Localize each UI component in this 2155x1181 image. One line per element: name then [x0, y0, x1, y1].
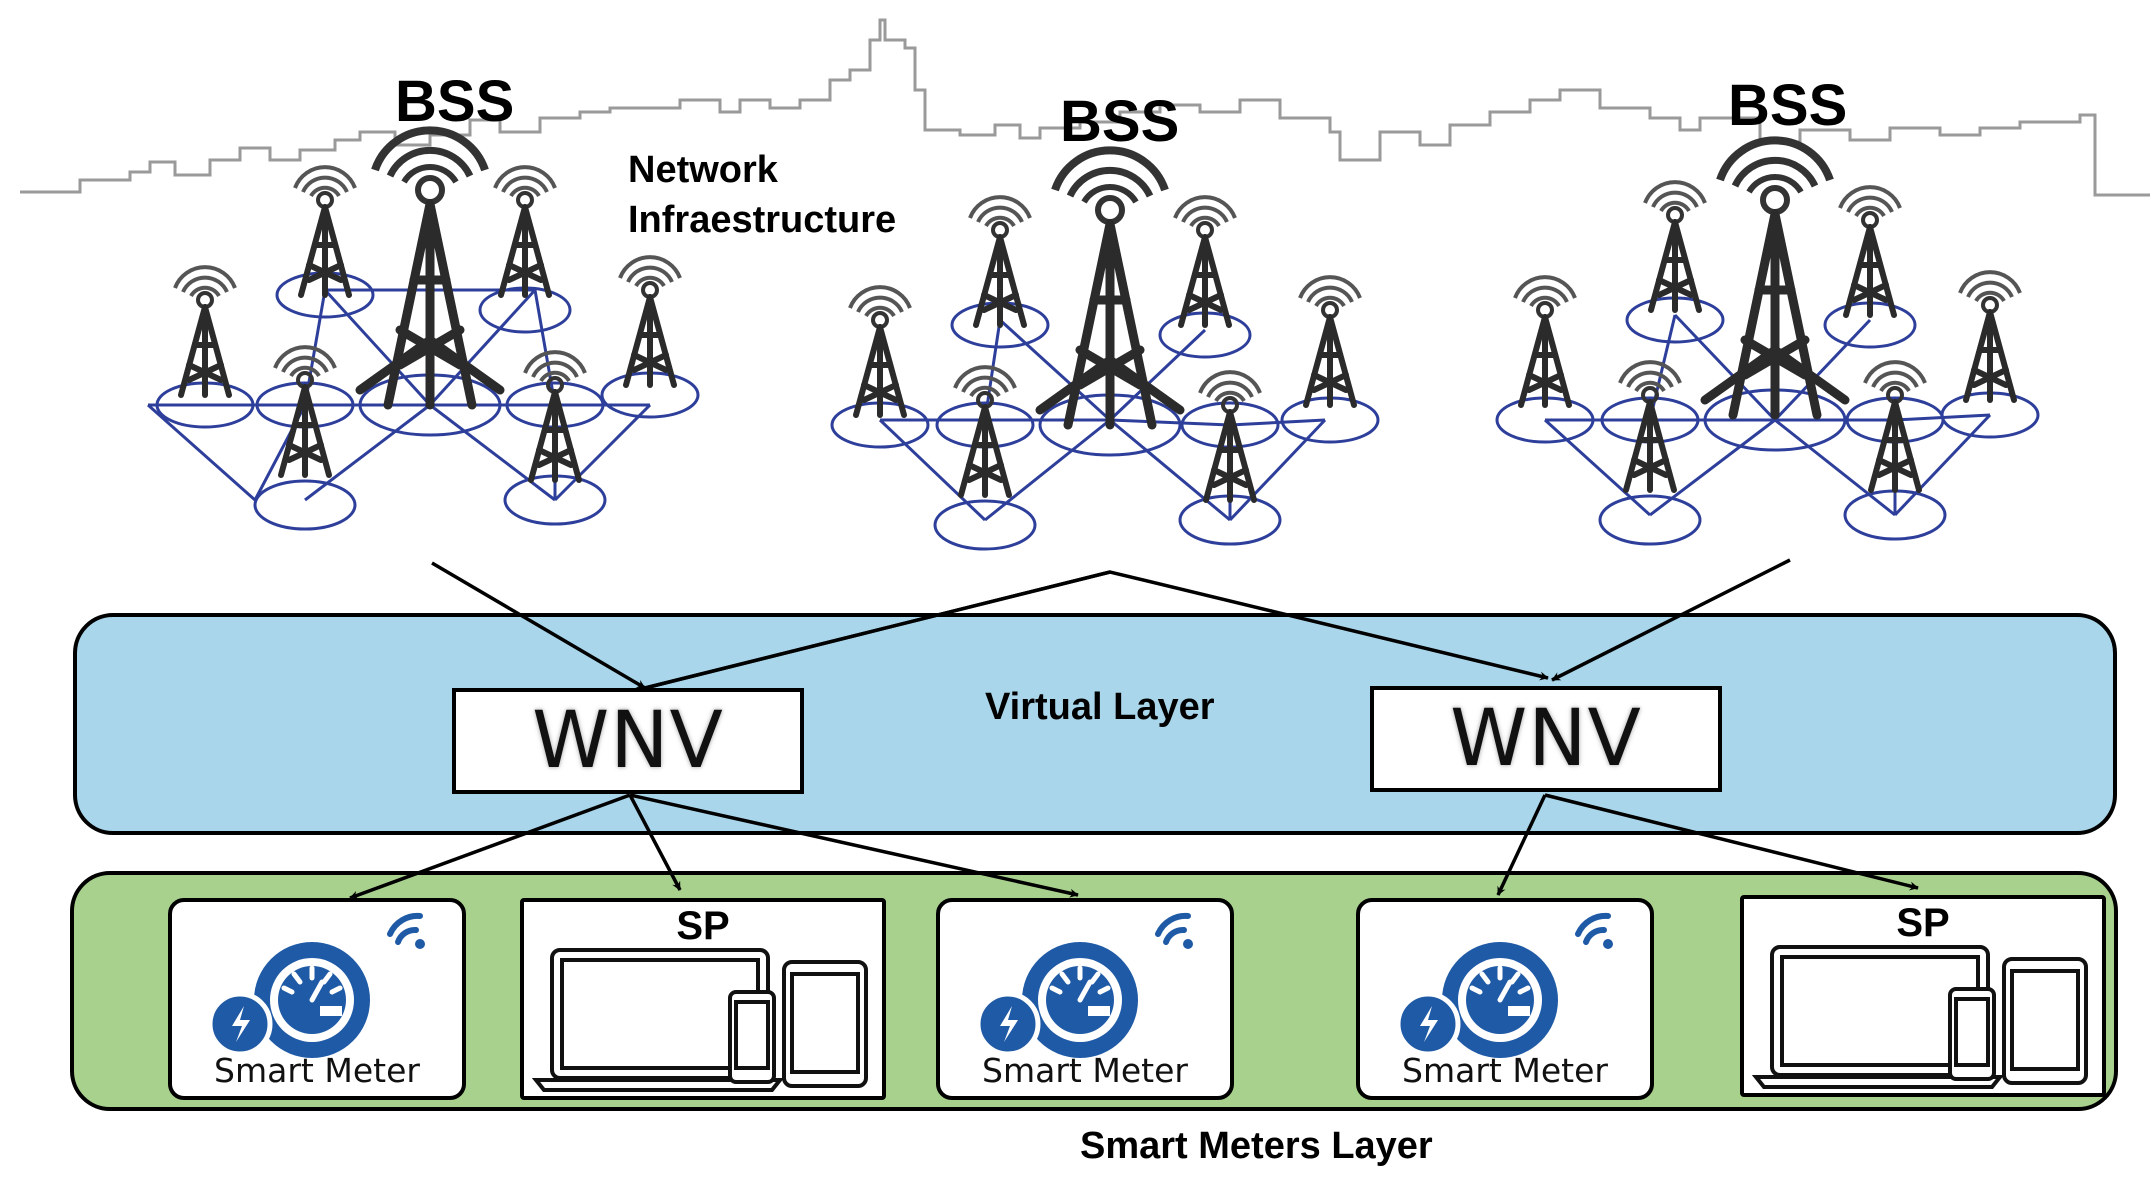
sp-label: SP	[1896, 901, 1950, 945]
main-tower-icon	[360, 130, 500, 405]
smart-meter-label: Smart Meter	[982, 1051, 1188, 1090]
tower-icon	[620, 257, 680, 385]
tower-icon	[1865, 362, 1925, 490]
tower-icon	[1645, 182, 1705, 310]
bss-cluster-2	[830, 150, 1380, 551]
bss-label-2: BSS	[1060, 89, 1180, 154]
sp-card-1: SP	[520, 898, 886, 1100]
bss-cluster-3	[1495, 140, 2040, 546]
smart-meter-icon	[975, 912, 1193, 1058]
wnv-to-device-arrows	[349, 793, 1919, 900]
tower-icon	[525, 352, 585, 480]
smart-meters-layer-title: Smart Meters Layer	[1080, 1125, 1433, 1167]
sp-label: SP	[676, 904, 730, 948]
node-rings	[830, 301, 1380, 551]
sp-card-2: SP	[1740, 895, 2106, 1097]
tower-icon	[495, 167, 555, 295]
wnv-box-1: WNV	[452, 688, 804, 794]
tower-icon	[1960, 272, 2020, 400]
network-infrastructure-label: Network Infraestructure	[628, 145, 896, 245]
tower-icon	[850, 287, 910, 415]
network-label-line2: Infraestructure	[628, 199, 897, 241]
wnv-label: WNV	[532, 696, 724, 786]
smart-meter-icon	[1395, 912, 1613, 1058]
tower-icon	[955, 367, 1015, 495]
wnv-box-2: WNV	[1370, 686, 1722, 792]
smart-meter-card-2: Smart Meter	[936, 898, 1234, 1100]
main-tower-icon	[1040, 150, 1180, 425]
mesh-links	[878, 318, 1327, 522]
smart-meter-card-3: Smart Meter	[1356, 898, 1654, 1100]
main-tower-icon	[1705, 140, 1845, 415]
bss-to-wnv-arrows	[431, 558, 1791, 690]
virtual-layer-title: Virtual Layer	[985, 686, 1215, 728]
bss-label-1: BSS	[395, 69, 515, 134]
tower-icon	[1515, 277, 1575, 405]
bss-label-3: BSS	[1728, 73, 1848, 138]
smart-meter-icon	[207, 912, 425, 1058]
tower-icon	[1200, 372, 1260, 500]
smart-meter-label: Smart Meter	[214, 1051, 420, 1090]
devices-icon	[1751, 945, 2088, 1089]
tower-icon	[175, 267, 235, 395]
bss-cluster-1	[147, 130, 700, 531]
tower-icon	[970, 197, 1030, 325]
tower-icon	[1840, 187, 1900, 315]
network-label-line1: Network	[628, 149, 778, 191]
tower-icon	[1620, 362, 1680, 490]
devices-icon	[531, 948, 868, 1092]
smart-meter-card-1: Smart Meter	[168, 898, 466, 1100]
mesh-links	[1543, 313, 1992, 517]
smart-meter-label: Smart Meter	[1402, 1051, 1608, 1090]
tower-icon	[1175, 197, 1235, 325]
tower-icon	[295, 167, 355, 295]
tower-icon	[1300, 277, 1360, 405]
tower-icon	[275, 347, 335, 475]
wnv-label: WNV	[1450, 694, 1642, 784]
city-skyline	[20, 18, 2150, 197]
